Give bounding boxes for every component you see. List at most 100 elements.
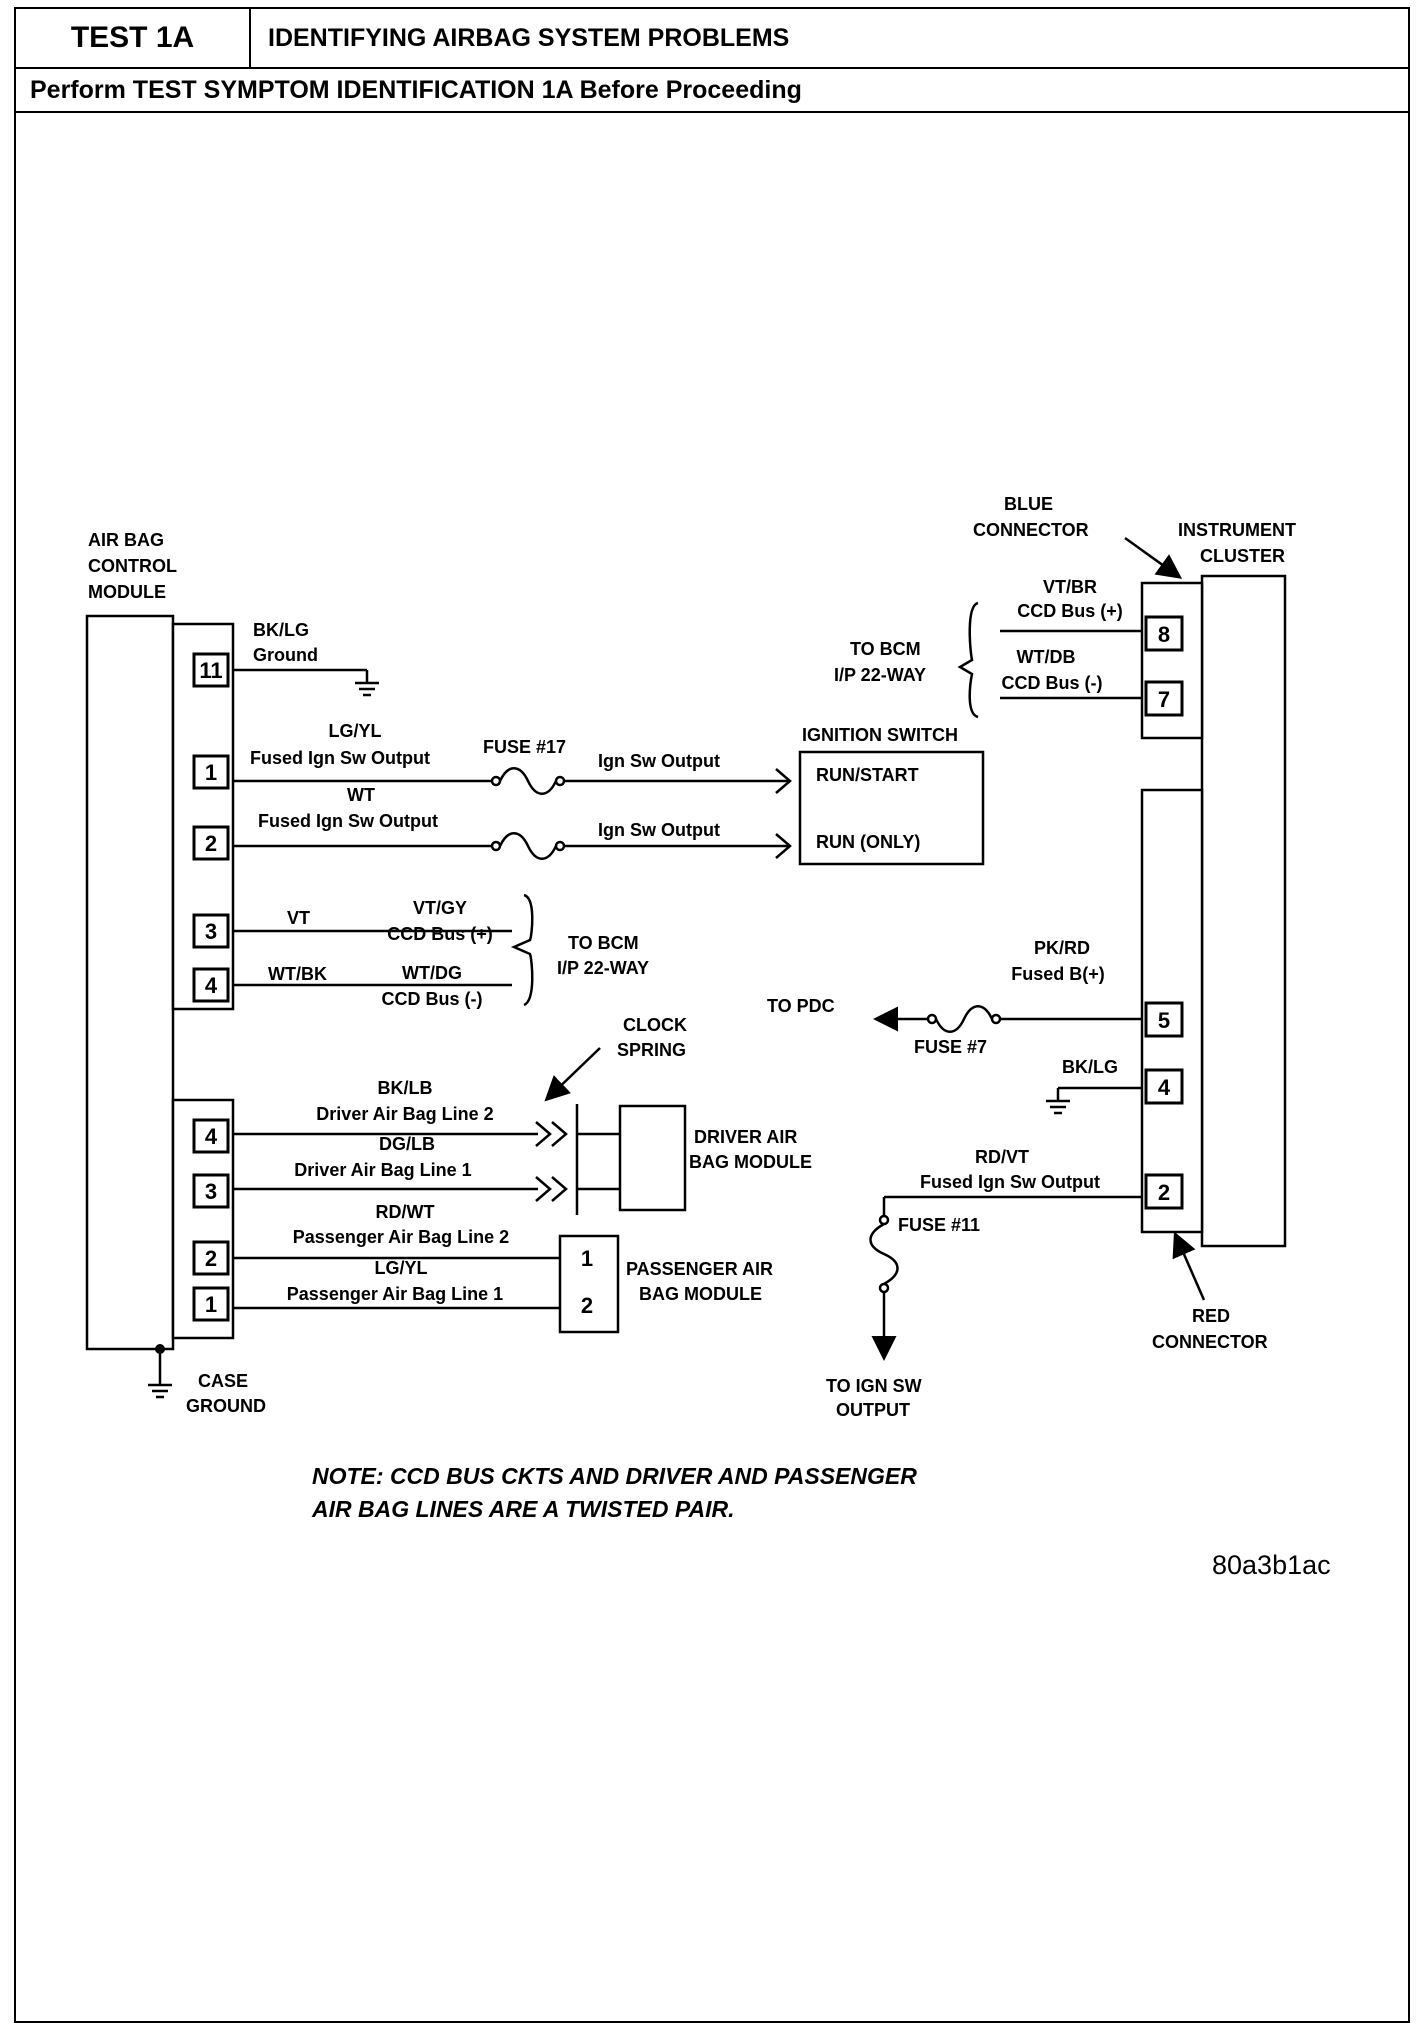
test-title: IDENTIFYING AIRBAG SYSTEM PROBLEMS xyxy=(268,23,790,52)
pin34-bcm-brace xyxy=(510,893,534,1007)
pass-line2-function: Passenger Air Bag Line 2 xyxy=(293,1227,509,1247)
ignition-run-start-label: RUN/START xyxy=(816,765,919,785)
driver-line2-color: BK/LB xyxy=(378,1078,433,1098)
acm-pin-1 xyxy=(192,754,230,790)
fuse7-icon xyxy=(926,1005,1002,1033)
cluster-pin-5 xyxy=(1144,1001,1184,1038)
to-ign-label-1: TO IGN SW xyxy=(826,1376,922,1396)
to-pdc-label: TO PDC xyxy=(767,996,835,1016)
cluster-pin-2 xyxy=(1144,1173,1184,1210)
pin2-connector-symbol xyxy=(775,833,792,859)
cluster-bcm-label-1: TO BCM xyxy=(850,639,921,659)
rdvt-color: RD/VT xyxy=(975,1147,1029,1167)
acm-lower-pin-3-label: 3 xyxy=(205,1179,217,1204)
acm-lower-pin-2-label: 2 xyxy=(205,1246,217,1271)
pin3-short-color: VT xyxy=(287,908,310,928)
ignition-switch-box xyxy=(798,750,985,866)
cluster-ground-icon xyxy=(1046,1099,1070,1115)
pkrd-function: Fused B(+) xyxy=(1011,964,1105,984)
acm-pin-2 xyxy=(192,825,230,861)
blue-connector-arrow xyxy=(1124,536,1183,579)
pin4-color-label: WT/DG xyxy=(402,963,462,983)
pin3-function-label: CCD Bus (+) xyxy=(387,924,493,944)
clock-spring-label-1: CLOCK xyxy=(623,1015,687,1035)
pass-line1-color: LG/YL xyxy=(375,1258,428,1278)
case-ground-label-1: CASE xyxy=(198,1371,248,1391)
clock-spring-arrow xyxy=(544,1047,601,1102)
acm-lower-pin-3 xyxy=(192,1173,230,1209)
acm-pin-4-label: 4 xyxy=(205,973,218,998)
pin4-short-color: WT/BK xyxy=(268,964,327,984)
page-frame: TEST 1A IDENTIFYING AIRBAG SYSTEM PROBLE… xyxy=(14,7,1410,2023)
cluster-pin-7 xyxy=(1144,680,1184,717)
fuse11-label: FUSE #11 xyxy=(898,1215,980,1235)
wtdb-function: CCD Bus (-) xyxy=(1002,673,1103,693)
acm-lower-pin-1-label: 1 xyxy=(205,1292,217,1317)
cluster-label-1: INSTRUMENT xyxy=(1178,520,1296,540)
acm-lower-pin-4-label: 4 xyxy=(205,1124,218,1149)
acm-pin-11-label: 11 xyxy=(199,658,222,683)
pin1-function-label: Fused Ign Sw Output xyxy=(250,748,430,768)
fuse17-label: FUSE #17 xyxy=(483,737,566,757)
driver-airbag-module xyxy=(618,1104,687,1212)
fuse17-icon xyxy=(490,767,566,795)
bklg-color-label: BK/LG xyxy=(253,620,309,640)
cluster-bklg-label: BK/LG xyxy=(1062,1057,1118,1077)
pin4-function-label: CCD Bus (-) xyxy=(382,989,483,1009)
pin3-color-label: VT/GY xyxy=(413,898,467,918)
acm-pin-4 xyxy=(192,967,230,1003)
pin2-color-label: WT xyxy=(347,785,375,805)
driver-line1-color: DG/LB xyxy=(379,1134,435,1154)
cluster-pin-8 xyxy=(1144,615,1184,652)
cluster-label-2: CLUSTER xyxy=(1200,546,1285,566)
cluster-pin-7-label: 7 xyxy=(1158,687,1170,712)
acm-pin-3 xyxy=(192,913,230,949)
fuse11-icon xyxy=(869,1214,899,1294)
acm-pin-11 xyxy=(192,652,230,688)
blue-connector-label-2: CONNECTOR xyxy=(973,520,1089,540)
pkrd-color: PK/RD xyxy=(1034,938,1090,958)
pin2-fuse-icon xyxy=(490,832,566,860)
acm-body xyxy=(85,614,175,1351)
driver-line1-function: Driver Air Bag Line 1 xyxy=(294,1160,471,1180)
acm-pin-2-label: 2 xyxy=(205,831,217,856)
to-ign-label-2: OUTPUT xyxy=(836,1400,910,1420)
passenger-pin-1: 1 xyxy=(581,1246,593,1271)
cluster-pin-2-label: 2 xyxy=(1158,1180,1170,1205)
figure-code: 80a3b1ac xyxy=(1212,1550,1331,1580)
cluster-bcm-brace xyxy=(957,601,979,719)
blue-connector-label-1: BLUE xyxy=(1004,494,1053,514)
test-instruction: Perform TEST SYMPTOM IDENTIFICATION 1A B… xyxy=(16,69,1408,113)
wtdb-color: WT/DB xyxy=(1017,647,1076,667)
acm-lower-pin-2 xyxy=(192,1240,230,1276)
vtbr-function: CCD Bus (+) xyxy=(1017,601,1123,621)
acm-label-3: MODULE xyxy=(88,582,166,602)
cluster-pin-4 xyxy=(1144,1068,1184,1105)
passenger-airbag-module xyxy=(558,1234,620,1334)
acm-pin-1-label: 1 xyxy=(205,760,217,785)
pin2-output-label: Ign Sw Output xyxy=(598,820,720,840)
acm-label-2: CONTROL xyxy=(88,556,177,576)
note-line-2: AIR BAG LINES ARE A TWISTED PAIR. xyxy=(312,1496,735,1522)
cluster-body xyxy=(1200,574,1287,1248)
driver-line2-connector xyxy=(535,1121,568,1147)
ignition-run-only-label: RUN (ONLY) xyxy=(816,832,920,852)
pin1-output-label: Ign Sw Output xyxy=(598,751,720,771)
case-ground-icon xyxy=(148,1383,172,1399)
passenger-module-label-1: PASSENGER AIR xyxy=(626,1259,773,1279)
note-line-1: NOTE: CCD BUS CKTS AND DRIVER AND PASSEN… xyxy=(312,1463,917,1489)
pin34-bcm-label-1: TO BCM xyxy=(568,933,639,953)
driver-line2-function: Driver Air Bag Line 2 xyxy=(316,1104,493,1124)
passenger-pin-2: 2 xyxy=(581,1293,593,1318)
driver-line1-connector xyxy=(535,1176,568,1202)
pin1-connector-symbol xyxy=(775,768,792,794)
pin2-function-label: Fused Ign Sw Output xyxy=(258,811,438,831)
acm-lower-pin-4 xyxy=(192,1118,230,1154)
cluster-bcm-label-2: I/P 22-WAY xyxy=(834,665,926,685)
pass-line1-function: Passenger Air Bag Line 1 xyxy=(287,1284,503,1304)
twisted-pair-note: NOTE: CCD BUS CKTS AND DRIVER AND PASSEN… xyxy=(312,1460,917,1526)
red-connector-label-1: RED xyxy=(1192,1306,1230,1326)
vtbr-color: VT/BR xyxy=(1043,577,1097,597)
acm-lower-pin-1 xyxy=(192,1286,230,1322)
